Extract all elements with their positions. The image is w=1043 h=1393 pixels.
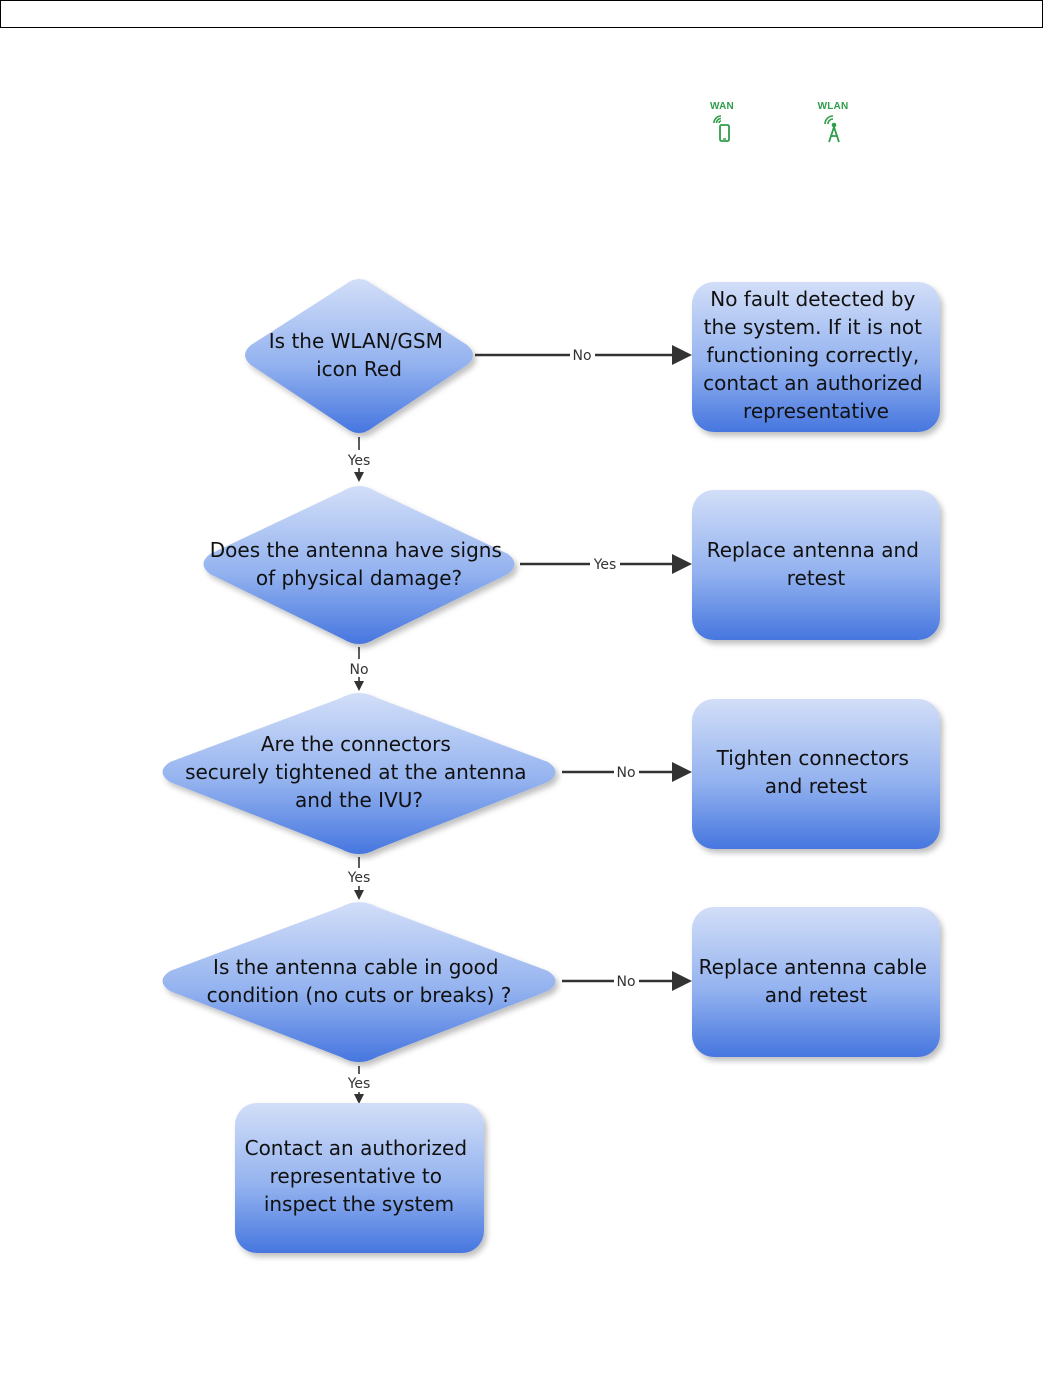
label-q2-yes: Yes: [593, 557, 617, 573]
result-r1-line-2: the system. If it is not: [704, 315, 922, 339]
decision-q4-line-2: condition (no cuts or breaks) ?: [207, 983, 512, 1007]
result-r4: [692, 907, 940, 1057]
decision-q1-line-2: icon Red: [316, 357, 402, 381]
label-q1-no: No: [572, 348, 591, 364]
label-q2-no: No: [349, 662, 368, 678]
decision-q1: [245, 279, 473, 433]
antenna-tower-icon: [824, 115, 840, 143]
result-r5: [235, 1103, 484, 1253]
decision-q1-text: Is the WLAN/GSM icon Red: [269, 329, 449, 381]
result-r1-line-3: functioning correctly,: [706, 343, 919, 367]
result-r1-text: No fault detected by the system. If it i…: [703, 287, 929, 423]
decision-q3-line-1: Are the connectors: [261, 732, 451, 756]
label-q1-yes: Yes: [347, 453, 371, 469]
phone-signal-icon: [713, 115, 730, 142]
arrow-q2-r2: [672, 554, 692, 574]
result-r2: [692, 490, 940, 640]
decision-q4: [162, 902, 556, 1062]
result-r2-text: Replace antenna and retest: [707, 538, 926, 590]
result-r5-line-3: inspect the system: [264, 1192, 454, 1216]
wan-status-indicator: WAN: [692, 101, 752, 151]
result-r1-line-1: No fault detected by: [710, 287, 915, 311]
arrow-q2-q3: [354, 681, 364, 691]
decision-q2: [203, 486, 515, 644]
label-q3-yes: Yes: [347, 870, 371, 886]
result-r4-line-2: and retest: [765, 983, 868, 1007]
result-r1-line-5: representative: [743, 399, 889, 423]
arrow-q3-q4: [354, 890, 364, 900]
arrow-q4-r4: [672, 971, 692, 991]
decision-q4-text: Is the antenna cable in good condition (…: [207, 955, 512, 1007]
arrowheads: [354, 345, 692, 1104]
result-r3-line-1: Tighten connectors: [716, 746, 909, 770]
decision-q1-line-1: Is the WLAN/GSM: [269, 329, 443, 353]
decision-q2-line-1: Does the antenna have signs: [210, 538, 502, 562]
result-r1-line-4: contact an authorized: [703, 371, 922, 395]
decision-q3-line-2: securely tightened at the antenna: [185, 760, 527, 784]
label-q4-no: No: [616, 974, 635, 990]
decision-q2-text: Does the antenna have signs of physical …: [210, 538, 509, 590]
wan-label: WAN: [710, 101, 734, 112]
decision-q3: [162, 693, 556, 854]
result-r5-text: Contact an authorized representative to …: [245, 1136, 474, 1216]
top-header-bar: [0, 0, 1043, 28]
wlan-status-indicator: WLAN: [803, 101, 863, 151]
arrow-q4-r5: [354, 1094, 364, 1104]
decision-q4-line-1: Is the antenna cable in good: [213, 955, 499, 979]
result-r4-line-1: Replace antenna cable: [699, 955, 927, 979]
arrow-q1-q2: [354, 472, 364, 482]
decision-q3-text: Are the connectors securely tightened at…: [185, 732, 533, 812]
edge-labels: No Yes No No Yes No Yes Yes: [343, 346, 639, 1092]
result-r3: [692, 699, 940, 849]
decision-q2-line-2: of physical damage?: [256, 566, 462, 590]
result-r5-line-2: representative to: [270, 1164, 442, 1188]
result-r3-line-2: and retest: [765, 774, 868, 798]
label-q3-no: No: [616, 765, 635, 781]
result-r5-line-1: Contact an authorized: [245, 1136, 467, 1160]
label-q4-yes: Yes: [347, 1076, 371, 1092]
result-r1: [692, 282, 940, 432]
result-r3-text: Tighten connectors and retest: [716, 746, 916, 798]
arrow-q1-r1: [672, 345, 692, 365]
decision-q3-line-3: and the IVU?: [295, 788, 423, 812]
result-r2-line-1: Replace antenna and: [707, 538, 919, 562]
result-r2-line-2: retest: [787, 566, 846, 590]
result-r4-text: Replace antenna cable and retest: [699, 955, 934, 1007]
arrow-q3-r3: [672, 762, 692, 782]
wlan-label: WLAN: [817, 101, 849, 112]
